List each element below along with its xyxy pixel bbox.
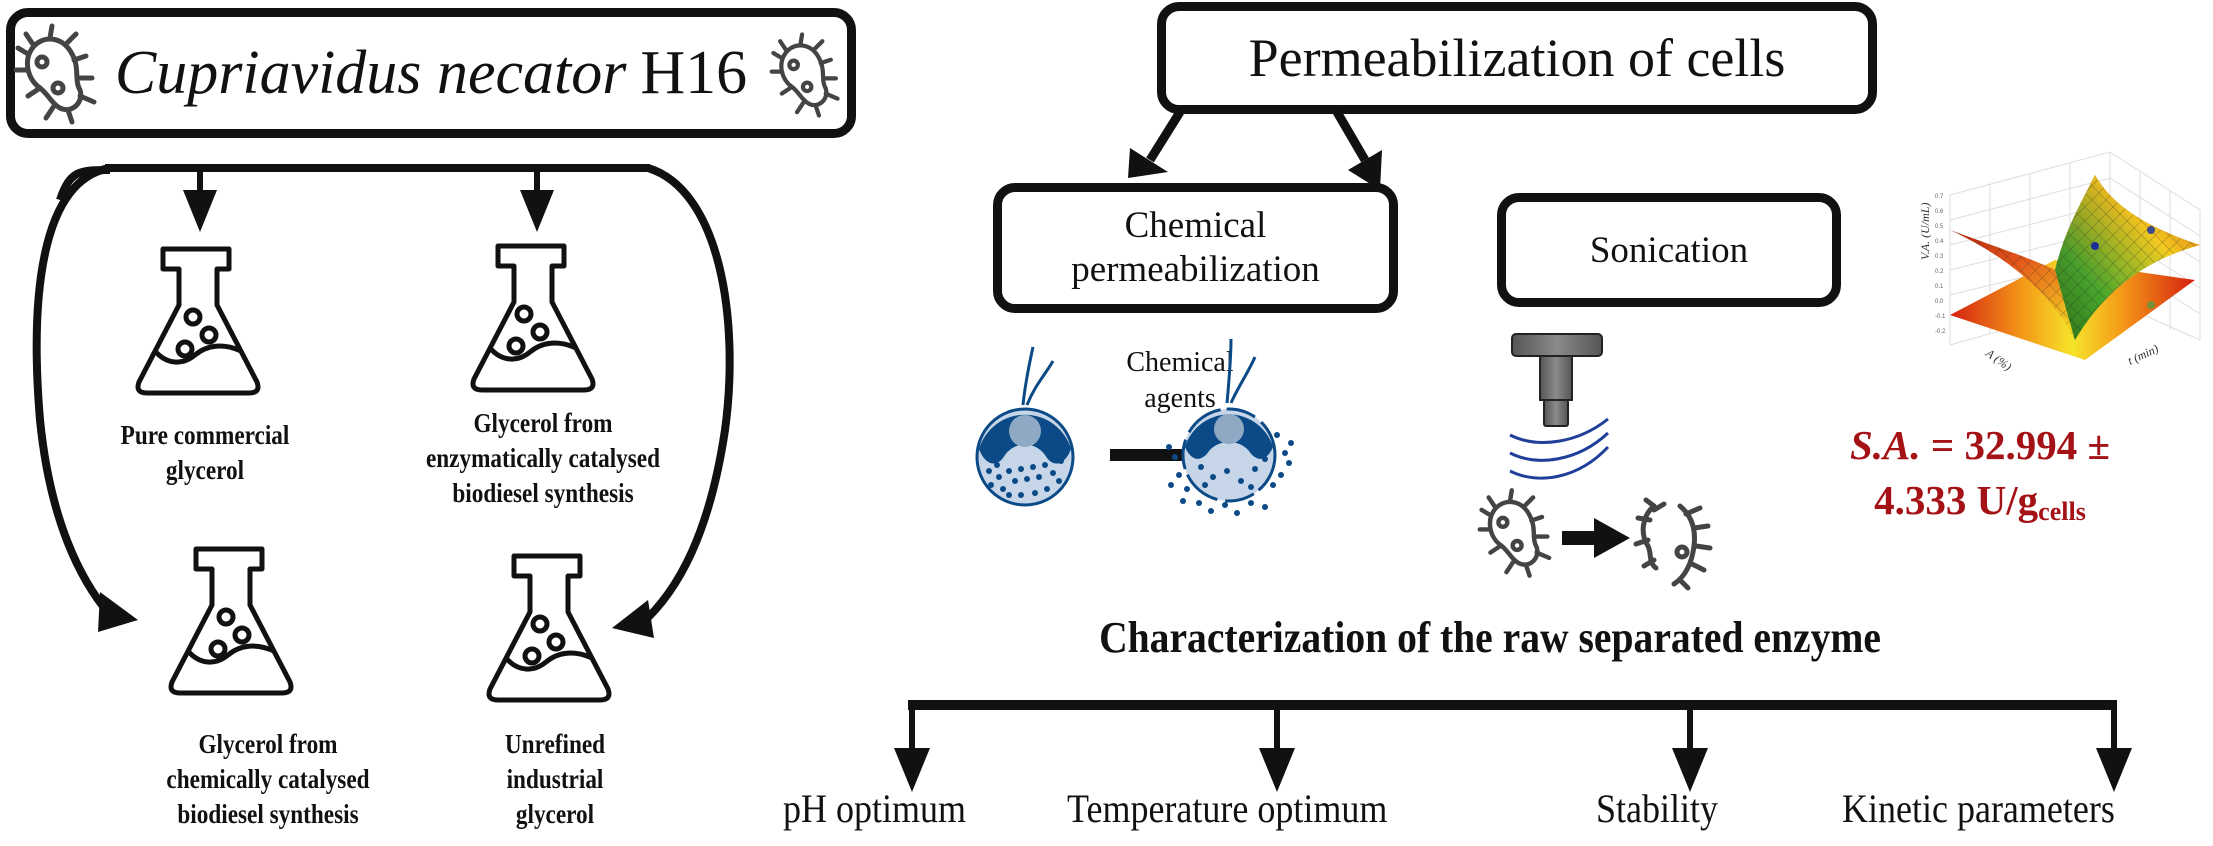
ultrasound-waves-icon: [1509, 417, 1610, 480]
bacterium-icon: [13, 23, 97, 125]
characterization-title: Characterization of the raw separated en…: [1099, 613, 1881, 662]
z-tick-label: 0.3: [1935, 254, 1944, 260]
label-line: Glycerol from: [473, 408, 613, 438]
label-line: glycerol: [165, 455, 245, 486]
organism-genus-species: Cupriavidus necator: [114, 38, 627, 107]
substrate-label-pure: Pure commercial glycerol: [98, 418, 313, 488]
lysis-arrow: [1562, 518, 1630, 558]
flask-icon: [168, 546, 294, 696]
label-line: biodiesel synthesis: [452, 478, 634, 509]
substrate-label-enzymatic: Glycerol from enzymatically catalysed bi…: [410, 406, 677, 511]
flask-icon: [135, 246, 261, 396]
specific-activity-value: S.A. = 32.994 ± 4.333 U/gcells: [1790, 418, 2170, 529]
substrate-branch-arrows: [32, 164, 734, 638]
organism-name: Cupriavidus necator H16: [65, 38, 797, 109]
label-line: Pure commercial: [120, 420, 290, 450]
label-line: chemically catalysed: [166, 764, 370, 795]
z-tick-label: 0.0: [1935, 299, 1944, 305]
label-line: Glycerol from: [198, 729, 338, 759]
z-tick-label: 0.1: [1935, 284, 1944, 290]
flask-icon: [486, 553, 612, 703]
box-line: Sonication: [1589, 229, 1749, 271]
sa-line-2: 4.333 U/gcells: [1790, 473, 2170, 529]
organism-title-box: Cupriavidus necator H16: [6, 8, 856, 138]
z-tick-label: 0.6: [1935, 209, 1944, 215]
z-tick-label: -0.1: [1935, 314, 1946, 320]
label-line: biodiesel synthesis: [177, 799, 359, 830]
characterization-item-stability: Stability: [1596, 786, 1719, 831]
sonicator-probe-icon: [1511, 333, 1603, 427]
response-surface-plot: V.A. (U/mL) A (%) t (min) 0.70.60.50.40.…: [1918, 151, 2201, 374]
label-line: Chemical: [1126, 347, 1234, 378]
chemical-permeabilization-box: Chemical permeabilization: [993, 183, 1398, 313]
data-point: [2091, 242, 2099, 250]
bacterium-icon: [1477, 488, 1552, 578]
permeabilized-cell-icon: [1166, 338, 1294, 516]
chemical-agents-label: Chemical agents: [1105, 345, 1255, 418]
permeabilization-title: Permeabilization of cells: [1248, 28, 1786, 88]
characterization-item-kinetic: Kinetic parameters: [1842, 786, 2115, 831]
z-axis-label: V.A. (U/mL): [1918, 203, 1932, 260]
z-tick-label: -0.2: [1935, 329, 1946, 335]
sa-prefix: S.A.: [1849, 422, 1921, 468]
sa-line-1: S.A. = 32.994 ±: [1790, 418, 2170, 473]
label-line: industrial: [506, 764, 604, 795]
label-line: agents: [1144, 383, 1216, 415]
box-line: permeabilization: [1071, 249, 1320, 290]
organism-strain: H16: [640, 38, 748, 107]
permeabilization-title-box: Permeabilization of cells: [1157, 2, 1877, 114]
intact-cell-icon: [975, 346, 1075, 507]
label-line: glycerol: [515, 799, 595, 830]
bacterium-icon: [769, 32, 840, 118]
sa-unit-subscript: cells: [2038, 497, 2086, 527]
z-tick-label: 0.5: [1935, 224, 1944, 230]
sa-value: = 32.994 ±: [1920, 422, 2111, 468]
lysed-bacterium-icon: [1633, 497, 1713, 591]
characterization-item-ph: pH optimum: [783, 786, 967, 831]
data-point: [2147, 301, 2155, 309]
z-tick-label: 0.2: [1935, 269, 1944, 275]
characterization-item-temperature: Temperature optimum: [1067, 786, 1388, 831]
flask-icon: [470, 243, 596, 393]
sonication-box: Sonication: [1497, 193, 1841, 307]
z-tick-label: 0.4: [1935, 239, 1944, 245]
label-line: enzymatically catalysed: [425, 443, 661, 474]
substrate-label-chemical: Glycerol from chemically catalysed biodi…: [139, 727, 397, 832]
substrate-label-unrefined: Unrefined industrial glycerol: [482, 727, 628, 832]
z-tick-label: 0.7: [1935, 194, 1944, 200]
data-point: [2147, 226, 2155, 234]
label-line: Unrefined: [504, 729, 606, 759]
sa-error-unit: 4.333 U/g: [1874, 477, 2039, 524]
box-line: Chemical: [1124, 204, 1267, 246]
